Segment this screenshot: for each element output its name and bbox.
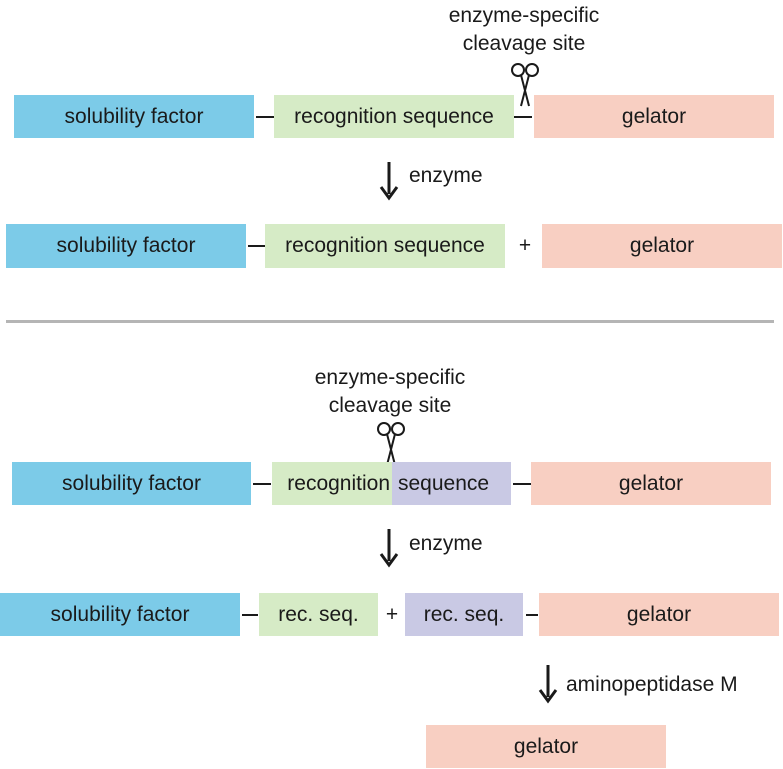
bottom-row2-link2 — [526, 614, 538, 616]
bottom-arrow-label: enzyme — [409, 532, 483, 555]
aminopeptidase-arrow-label: aminopeptidase M — [566, 673, 738, 696]
top-row1-solubility-label: solubility factor — [64, 104, 204, 128]
panel-separator — [6, 320, 774, 323]
bottom-row2-solubility-label: solubility factor — [50, 602, 190, 626]
bottom-row1-gelator-label: gelator — [618, 471, 684, 495]
top-row1-link1 — [256, 116, 274, 118]
top-row2-link — [248, 245, 266, 247]
top-cleavage-label: enzyme-specific cleavage site — [404, 4, 644, 56]
top-row1-recognition-label: recognition sequence — [294, 104, 494, 128]
top-row1-solubility-factor: solubility factor — [14, 95, 254, 138]
bottom-row2-solubility-factor: solubility factor — [0, 593, 240, 636]
bottom-scissors-icon — [377, 422, 405, 466]
top-row2-gelator: gelator — [542, 224, 782, 268]
bottom-row1-link2 — [513, 483, 531, 485]
bottom-row1-recognition: recognition — [272, 462, 392, 505]
bottom-row2-link1 — [242, 614, 258, 616]
top-row2-solubility-factor: solubility factor — [6, 224, 246, 268]
top-row1-link2 — [514, 116, 532, 118]
top-cleavage-label-line1: enzyme-specific — [448, 4, 600, 27]
bottom-row1-recognition-label: recognition — [287, 471, 390, 495]
bottom-row3-gelator-label: gelator — [513, 734, 579, 758]
top-row1-recognition-sequence: recognition sequence — [274, 95, 514, 138]
bottom-cleavage-label-line2: cleavage site — [328, 394, 452, 417]
top-row2-solubility-label: solubility factor — [56, 234, 196, 257]
top-scissors-icon — [511, 63, 539, 107]
bottom-row1-solubility-label: solubility factor — [62, 471, 201, 495]
bottom-row2-gelator-label: gelator — [626, 602, 692, 626]
bottom-row1-link1 — [253, 483, 271, 485]
bottom-row1-sequence: sequence — [392, 462, 511, 505]
bottom-cleavage-label-line1: enzyme-specific — [314, 366, 466, 389]
top-cleavage-label-line2: cleavage site — [462, 32, 586, 55]
top-row2-recognition-sequence: recognition sequence — [265, 224, 505, 268]
bottom-row2-rec-seq-2: rec. seq. — [405, 593, 523, 636]
top-row1-gelator-label: gelator — [621, 104, 687, 128]
top-row2-recognition-label: recognition sequence — [285, 234, 485, 257]
aminopeptidase-down-arrow-icon — [538, 665, 558, 704]
top-down-arrow-icon — [379, 162, 399, 201]
bottom-down-arrow-icon — [379, 529, 399, 568]
bottom-row1-gelator: gelator — [531, 462, 771, 505]
bottom-row2-gelator: gelator — [539, 593, 779, 636]
bottom-row2-plus: + — [385, 603, 399, 626]
bottom-row2-rec-seq-2-label: rec. seq. — [423, 602, 505, 626]
bottom-cleavage-label: enzyme-specific cleavage site — [270, 366, 510, 418]
bottom-row2-rec-seq-1: rec. seq. — [259, 593, 378, 636]
top-row2-plus: + — [518, 234, 532, 257]
top-arrow-label: enzyme — [409, 164, 483, 187]
bottom-row1-solubility-factor: solubility factor — [12, 462, 251, 505]
bottom-row3-gelator: gelator — [426, 725, 666, 768]
bottom-row2-rec-seq-1-label: rec. seq. — [278, 602, 359, 626]
top-row2-gelator-label: gelator — [629, 234, 695, 257]
top-row1-gelator: gelator — [534, 95, 774, 138]
bottom-row1-sequence-label: sequence — [398, 471, 490, 495]
